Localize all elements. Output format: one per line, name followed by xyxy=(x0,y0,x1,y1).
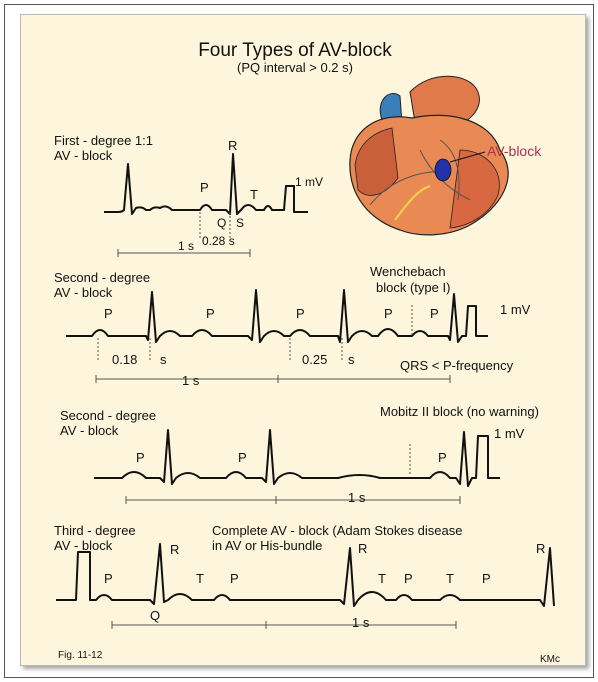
figure-title: Four Types of AV-block xyxy=(198,40,392,61)
strip4-q-label: Q xyxy=(150,608,160,623)
strip4-label-line1: Third - degree xyxy=(54,523,136,538)
strip4-note-line1: Complete AV - block (Adam Stokes disease xyxy=(212,523,463,538)
strip3-p-wave-1: P xyxy=(136,450,145,465)
strip2-label-line2: AV - block xyxy=(54,285,113,300)
author-initials: KMc xyxy=(540,654,560,665)
strip1-r-wave-label: R xyxy=(228,138,237,153)
strip2-p-wave-2: P xyxy=(206,306,215,321)
strip2-s-unit-1: s xyxy=(160,352,167,367)
strip4-t-wave-3: T xyxy=(446,571,454,586)
strip2-ecg-trace xyxy=(66,290,488,342)
strip2-calibration: 1 mV xyxy=(500,302,531,317)
figure-number: Fig. 11-12 xyxy=(58,650,103,661)
strip2-interval-2: 0.25 xyxy=(302,352,327,367)
strip1-p-wave-label: P xyxy=(200,180,209,195)
figure-subtitle: (PQ interval > 0.2 s) xyxy=(237,60,353,75)
strip1-label-line1: First - degree 1:1 xyxy=(54,133,153,148)
strip-second-degree-wenckebach: Second - degree AV - block Wenchebach bl… xyxy=(54,264,531,388)
strip4-r-wave-2: R xyxy=(358,541,367,556)
strip1-interval: 0.28 s xyxy=(202,234,235,248)
strip4-scale-label: 1 s xyxy=(352,615,370,630)
heart-illustration: AV-block xyxy=(350,76,542,235)
strip1-scale-label: 1 s xyxy=(178,239,194,253)
strip1-calibration: 1 mV xyxy=(295,175,323,189)
strip2-p-wave-4: P xyxy=(384,306,393,321)
strip4-note-line2: in AV or His-bundle xyxy=(212,538,322,553)
strip1-s-label: S xyxy=(236,216,244,230)
strip4-p-wave-4: P xyxy=(482,571,491,586)
strip2-p-wave-3: P xyxy=(296,306,305,321)
strip2-qrs-note: QRS < P-frequency xyxy=(400,358,514,373)
strip4-p-wave-3: P xyxy=(404,571,413,586)
strip3-note: Mobitz II block (no warning) xyxy=(380,404,539,419)
strip2-s-unit-2: s xyxy=(348,352,355,367)
strip3-label-line1: Second - degree xyxy=(60,408,156,423)
strip-first-degree: First - degree 1:1 AV - block P R T Q S … xyxy=(54,133,323,257)
strip3-calibration: 1 mV xyxy=(494,426,525,441)
strip4-p-wave-2: P xyxy=(230,571,239,586)
strip4-p-wave-1: P xyxy=(104,571,113,586)
strip3-p-wave-3: P xyxy=(438,450,447,465)
strip3-p-wave-2: P xyxy=(238,450,247,465)
strip-second-degree-mobitz: Second - degree AV - block Mobitz II blo… xyxy=(60,404,539,505)
strip4-label-line2: AV - block xyxy=(54,538,113,553)
strip1-q-label: Q xyxy=(217,216,226,230)
strip4-t-wave-1: T xyxy=(196,571,204,586)
strip2-p-wave-1: P xyxy=(104,306,113,321)
strip1-label-line2: AV - block xyxy=(54,148,113,163)
strip2-note-line1: Wenchebach xyxy=(370,264,446,279)
strip1-t-wave-label: T xyxy=(250,187,258,202)
av-block-heart-label: AV-block xyxy=(487,143,542,159)
strip4-t-wave-2: T xyxy=(378,571,386,586)
strip4-ecg-trace xyxy=(56,544,554,606)
strip2-interval-1: 0.18 xyxy=(112,352,137,367)
strip4-r-wave-3: R xyxy=(536,541,545,556)
strip2-scale-label: 1 s xyxy=(182,373,200,388)
strip3-label-line2: AV - block xyxy=(60,423,119,438)
strip-third-degree: Third - degree AV - block Complete AV - … xyxy=(54,523,554,630)
strip2-p-wave-5: P xyxy=(430,306,439,321)
strip2-note-line2: block (type I) xyxy=(376,280,450,295)
strip4-r-wave-1: R xyxy=(170,542,179,557)
strip2-label-line1: Second - degree xyxy=(54,270,150,285)
strip3-scale-label: 1 s xyxy=(348,490,366,505)
